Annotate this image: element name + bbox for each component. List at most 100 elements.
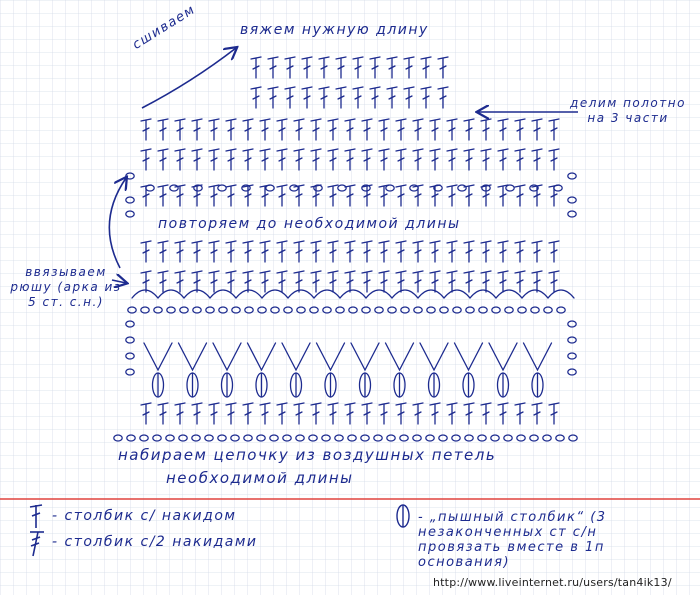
dc-two-yarn-icon xyxy=(30,531,44,557)
chain-stitch xyxy=(322,306,332,314)
chain-stitch xyxy=(217,434,227,442)
dc-stitch xyxy=(259,240,271,263)
dc-stitch xyxy=(284,56,296,79)
dc-stitch xyxy=(437,56,449,79)
ruffle-arch xyxy=(443,289,471,299)
chain-stitch xyxy=(567,210,577,218)
repeat-label: повторяем до необходимой длины xyxy=(158,216,461,232)
chain-stitch xyxy=(439,306,449,314)
dc-stitch xyxy=(361,148,373,171)
dc-stitch xyxy=(378,402,390,425)
dc-stitch xyxy=(361,270,373,293)
dc-stitch xyxy=(259,148,271,171)
chain-stitch xyxy=(139,434,149,442)
chain-stitch xyxy=(438,434,448,442)
dc-stitch xyxy=(140,240,152,263)
dc-stitch xyxy=(140,270,152,293)
chain-stitch xyxy=(504,306,514,314)
dc-stitch xyxy=(378,148,390,171)
dc-stitch xyxy=(395,118,407,141)
dc-stitch xyxy=(514,148,526,171)
dc-stitch xyxy=(497,402,509,425)
dc-stitch xyxy=(344,148,356,171)
ruffle-arch xyxy=(495,289,523,299)
dc-stitch xyxy=(327,270,339,293)
divide-label: делим полотно на 3 части xyxy=(570,96,686,125)
chain-stitch xyxy=(243,434,253,442)
dc-stitch xyxy=(548,240,560,263)
dc-stitch xyxy=(480,118,492,141)
dc-stitch xyxy=(378,240,390,263)
puff-stitch xyxy=(358,372,372,398)
chain-stitch xyxy=(543,306,553,314)
dc-stitch xyxy=(395,184,407,207)
dc-stitch xyxy=(403,86,415,109)
dc-stitch xyxy=(395,270,407,293)
v-stitch xyxy=(488,342,518,372)
ruffle-arch xyxy=(365,289,393,299)
ruffle-arch xyxy=(313,289,341,299)
chain-stitch xyxy=(387,306,397,314)
puff-stitch-icon xyxy=(396,504,410,528)
dc-stitch xyxy=(463,118,475,141)
dc-stitch xyxy=(157,184,169,207)
ruffle-label: ввязываем рюшу (арка из 5 ст. с.н.) xyxy=(10,265,122,309)
chain-stitch xyxy=(270,306,280,314)
chain-stitch xyxy=(433,184,443,192)
dc-stitch xyxy=(514,118,526,141)
chain-stitch xyxy=(567,172,577,180)
chain-stitch xyxy=(265,184,275,192)
chain-stitch xyxy=(347,434,357,442)
dc-stitch xyxy=(429,270,441,293)
chain-stitch xyxy=(191,434,201,442)
chain-stitch xyxy=(386,434,396,442)
chain-stitch xyxy=(529,184,539,192)
chain-stitch xyxy=(313,184,323,192)
dc-stitch xyxy=(531,148,543,171)
dc-stitch xyxy=(463,270,475,293)
dc-stitch xyxy=(174,184,186,207)
dc-stitch xyxy=(446,270,458,293)
dc-stitch xyxy=(293,270,305,293)
chain-stitch xyxy=(425,434,435,442)
dc-stitch xyxy=(412,270,424,293)
ruffle-arch xyxy=(469,289,497,299)
puff-stitch xyxy=(531,372,544,398)
dc-stitch xyxy=(208,240,220,263)
puff-stitch xyxy=(496,372,510,398)
chain-stitch xyxy=(282,434,292,442)
chain-stitch xyxy=(385,184,395,192)
chain-stitch xyxy=(241,184,251,192)
chain-stitch xyxy=(296,306,306,314)
dc-stitch xyxy=(267,56,279,79)
chain-stitch xyxy=(373,434,383,442)
dc-stitch xyxy=(327,118,339,141)
dc-stitch xyxy=(531,118,543,141)
chain-stitch xyxy=(481,184,491,192)
dc-stitch xyxy=(174,240,186,263)
v-stitch xyxy=(384,342,415,372)
stitch-chart xyxy=(113,56,578,442)
chain-stitch xyxy=(127,306,137,314)
dc-stitch xyxy=(480,270,492,293)
dc-stitch xyxy=(531,270,543,293)
puff-stitch xyxy=(462,372,475,398)
dc-stitch xyxy=(327,148,339,171)
chain-stitch xyxy=(542,434,552,442)
dc-stitch xyxy=(191,402,203,425)
dc-stitch xyxy=(361,118,373,141)
dc-stitch xyxy=(429,118,441,141)
dc-stitch xyxy=(369,56,381,79)
dc-stitch xyxy=(352,86,364,109)
puff-stitch xyxy=(255,372,268,398)
ruffle-arch xyxy=(131,289,159,299)
dc-stitch xyxy=(318,86,330,109)
v-stitch xyxy=(453,342,484,372)
dc-stitch xyxy=(318,56,330,79)
chain-stitch xyxy=(465,306,475,314)
dc-stitch xyxy=(361,402,373,425)
dc-stitch xyxy=(267,86,279,109)
dc-stitch xyxy=(378,270,390,293)
dc-stitch xyxy=(480,402,492,425)
